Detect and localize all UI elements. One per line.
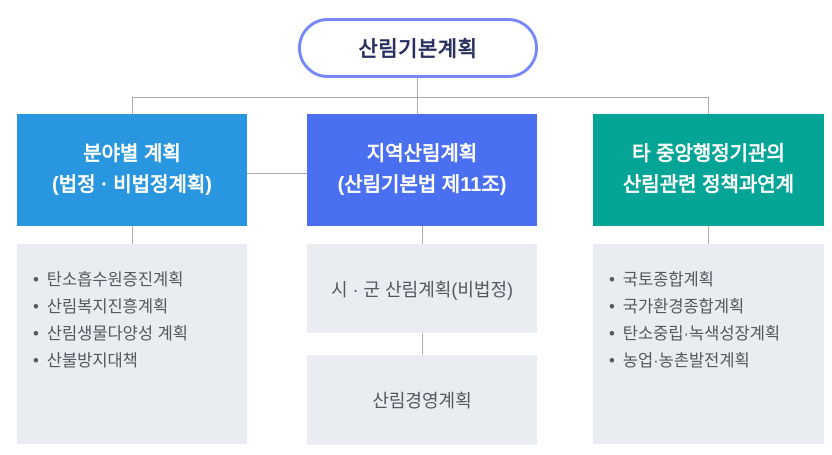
city-county-forest-plan-box: 시 · 군 산림계획(비법정)	[307, 244, 537, 333]
header-regional-forest-plan-line1: 지역산림계획	[366, 143, 478, 165]
connector-right-stub	[708, 97, 709, 114]
root-node: 산림기본계획	[298, 18, 538, 78]
connector-root-vertical	[417, 78, 418, 114]
city-county-forest-plan-label: 시 · 군 산림계획(비법정)	[330, 279, 514, 300]
list-item: 탄소흡수원증진계획	[33, 267, 239, 294]
related-policies-list: 국토종합계획 국가환경종합계획 탄소중립·녹색성장계획 농업·농촌발전계획	[593, 244, 824, 375]
list-item: 탄소중립·녹색성장계획	[609, 321, 816, 348]
connector-left-stub	[132, 97, 133, 114]
connector-left-middle-horizontal	[247, 173, 307, 174]
header-sectoral-plans: 분야별 계획 (법정 · 비법정계획)	[17, 114, 247, 226]
connector-col3-vertical	[708, 226, 709, 244]
list-item: 국가환경종합계획	[609, 294, 816, 321]
header-regional-forest-plan: 지역산림계획 (산림기본법 제11조)	[307, 114, 537, 226]
header-sectoral-plans-line2: (법정 · 비법정계획)	[52, 174, 212, 196]
sectoral-plans-list: 탄소흡수원증진계획 산림복지진흥계획 산림생물다양성 계획 산불방지대책	[17, 244, 247, 375]
list-item: 산림복지진흥계획	[33, 294, 239, 321]
root-node-label: 산림기본계획	[358, 38, 478, 61]
header-regional-forest-plan-line2: (산림기본법 제11조)	[337, 174, 507, 196]
header-other-agencies-policy: 타 중앙행정기관의 산림관련 정책과연계	[593, 114, 824, 226]
header-other-agencies-policy-line2: 산림관련 정책과연계	[622, 174, 795, 196]
header-other-agencies-policy-line1: 타 중앙행정기관의	[632, 143, 785, 165]
connector-col2-vertical	[422, 226, 423, 244]
forest-management-plan-label: 산림경영계획	[372, 391, 472, 411]
list-item: 국토종합계획	[609, 267, 816, 294]
related-policies-list-box: 국토종합계획 국가환경종합계획 탄소중립·녹색성장계획 농업·농촌발전계획	[593, 244, 824, 444]
list-item: 농업·농촌발전계획	[609, 348, 816, 375]
connector-col1-vertical	[132, 226, 133, 244]
list-item: 산불방지대책	[33, 348, 239, 375]
forest-management-plan-box: 산림경영계획	[307, 355, 537, 445]
connector-col2-lower-vertical	[422, 333, 423, 355]
list-item: 산림생물다양성 계획	[33, 321, 239, 348]
sectoral-plans-list-box: 탄소흡수원증진계획 산림복지진흥계획 산림생물다양성 계획 산불방지대책	[17, 244, 247, 444]
header-sectoral-plans-line1: 분야별 계획	[83, 143, 181, 165]
connector-horizontal-main	[132, 97, 709, 98]
